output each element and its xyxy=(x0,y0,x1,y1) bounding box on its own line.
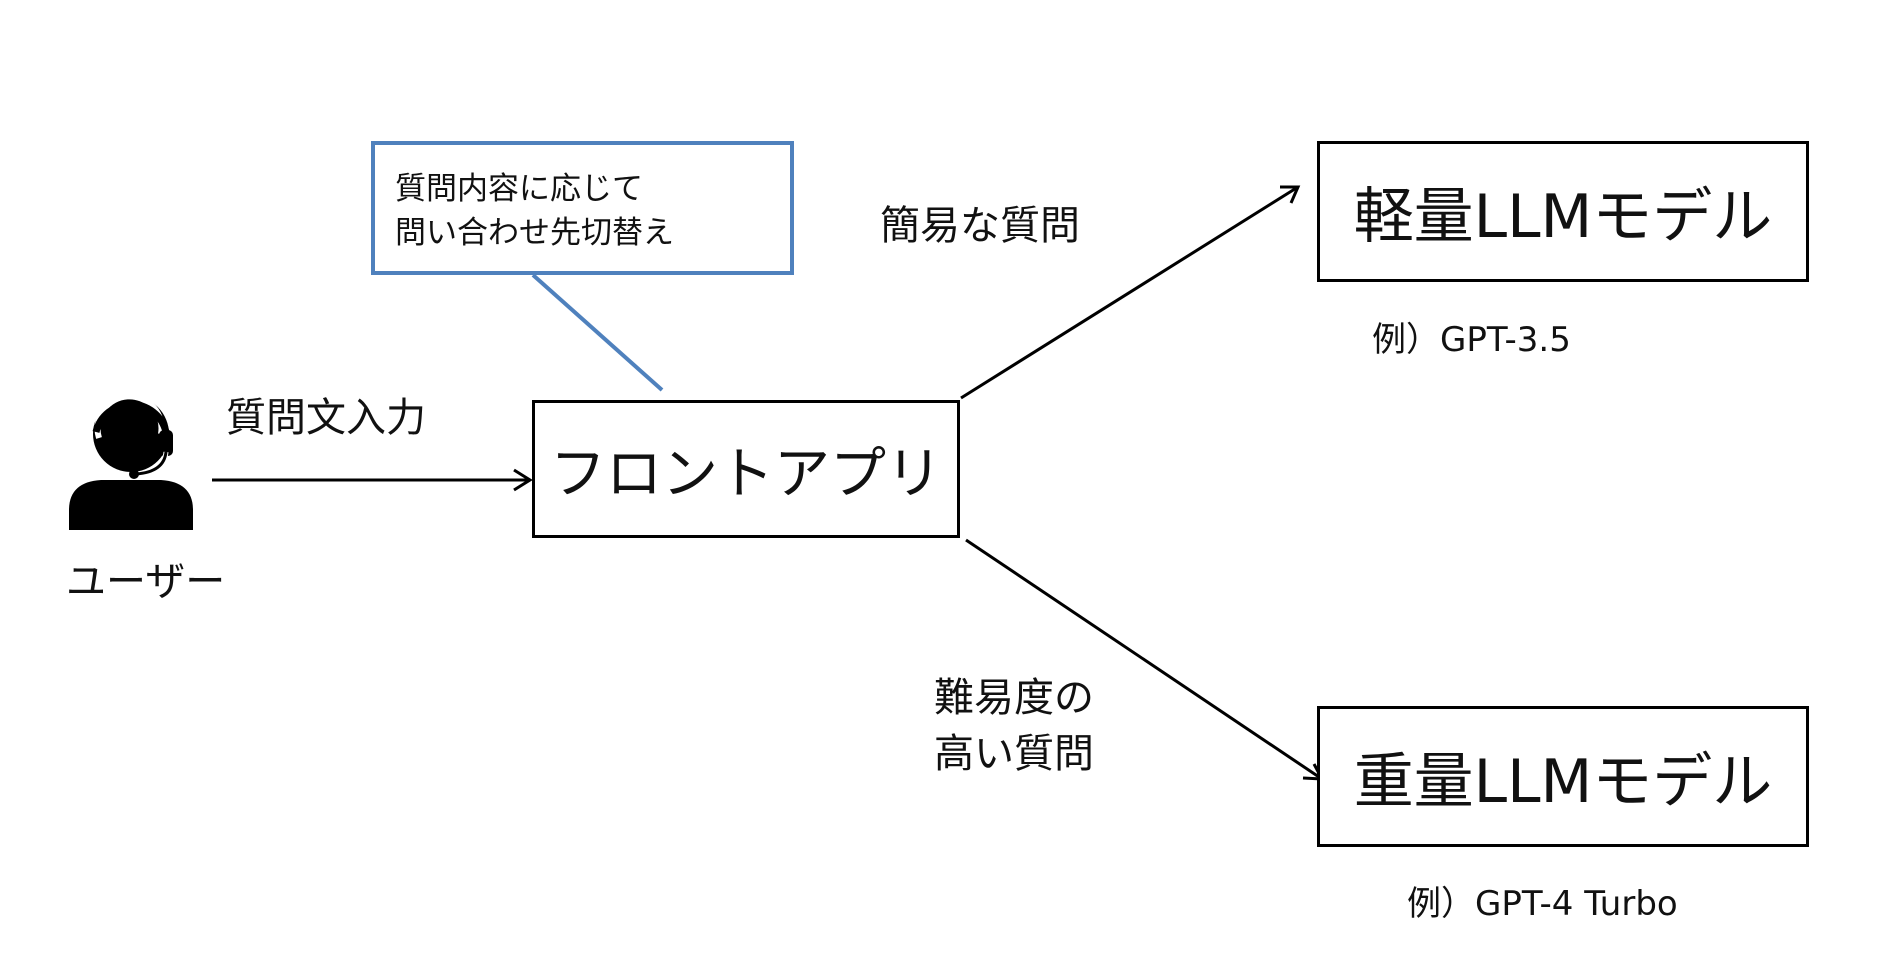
callout-box: 質問内容に応じて 問い合わせ先切替え xyxy=(371,141,794,275)
front-app-label: フロントアプリ xyxy=(550,441,942,507)
label-user: ユーザー xyxy=(66,559,226,605)
label-question-input: 質問文入力 xyxy=(226,395,426,441)
arrow-front-to-heavy xyxy=(965,538,1323,781)
light-llm-label: 軽量LLMモデル xyxy=(1353,182,1773,252)
callout-line-2: 問い合わせ先切替え xyxy=(395,215,674,251)
callout-line-1: 質問内容に応じて xyxy=(395,171,643,207)
label-hard-line-1: 難易度の xyxy=(934,675,1094,721)
label-simple-question: 簡易な質問 xyxy=(880,203,1080,249)
arrowhead-front-to-light xyxy=(1280,185,1301,204)
front-app-box: フロントアプリ xyxy=(532,400,960,538)
heavy-llm-label: 重量LLMモデル xyxy=(1353,747,1773,817)
light-llm-box: 軽量LLMモデル xyxy=(1317,141,1809,282)
label-hard-question: 難易度の 高い質問 xyxy=(934,670,1094,782)
arrow-front-to-light xyxy=(960,185,1299,400)
label-hard-line-2: 高い質問 xyxy=(934,731,1094,777)
heavy-llm-box: 重量LLMモデル xyxy=(1317,706,1809,847)
light-llm-example: 例）GPT-3.5 xyxy=(1372,320,1571,360)
arrowhead-user-to-front xyxy=(513,468,533,492)
callout-pointer-line xyxy=(531,273,664,392)
heavy-llm-example: 例）GPT-4 Turbo xyxy=(1407,884,1678,924)
user-headset-icon xyxy=(69,393,193,530)
